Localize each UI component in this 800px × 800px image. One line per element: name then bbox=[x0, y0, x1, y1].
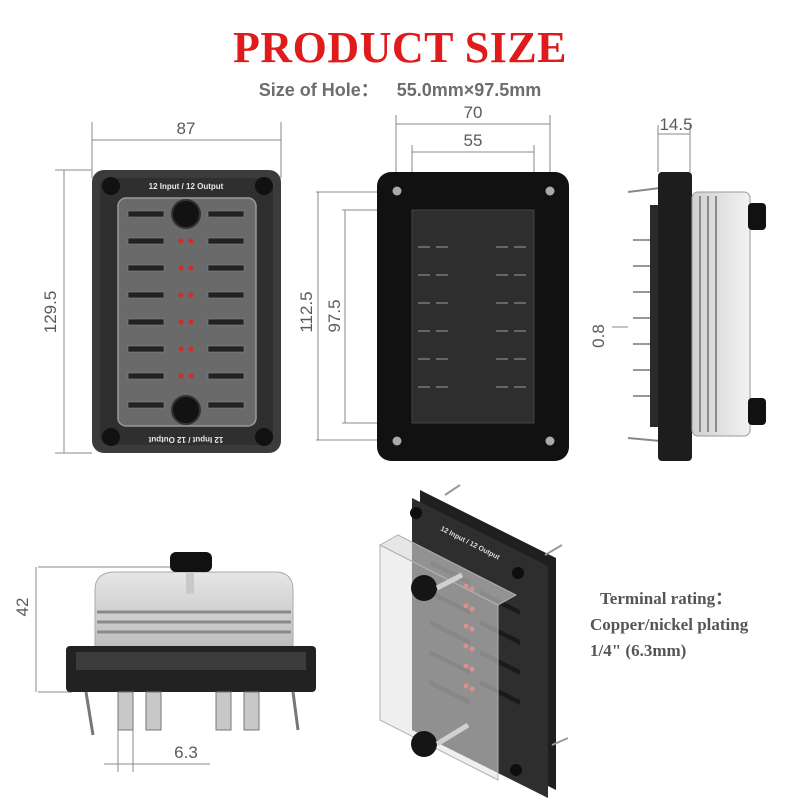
terminal-width-dimension: 6.3 bbox=[174, 743, 198, 762]
side-thickness-dimension: 0.8 bbox=[589, 324, 608, 348]
front-height-dimension: 129.5 bbox=[41, 291, 60, 334]
side-depth-dimension: 14.5 bbox=[659, 115, 692, 134]
terminal-plating: Copper/nickel plating bbox=[590, 615, 749, 634]
hole-size-label: Size of Hole： bbox=[258, 80, 379, 100]
back-inner-height-dimension: 97.5 bbox=[325, 299, 344, 332]
side-view: 14.5 0.8 bbox=[589, 115, 766, 461]
front-width-dimension: 87 bbox=[177, 119, 196, 138]
back-outer-width-dimension: 70 bbox=[464, 103, 483, 122]
page-title: PRODUCT SIZE bbox=[232, 23, 568, 72]
terminal-size: 1/4" (6.3mm) bbox=[590, 641, 687, 660]
back-view: 70 55 112.5 97.5 bbox=[297, 103, 569, 461]
terminal-spec: Terminal rating： Copper/nickel plating 1… bbox=[590, 586, 795, 664]
front-top-text: 12 Input / 12 Output bbox=[149, 182, 224, 191]
back-outer-height-dimension: 112.5 bbox=[297, 291, 316, 332]
back-inner-width-dimension: 55 bbox=[464, 131, 483, 150]
front-bottom-text: 12 Input / 12 Output bbox=[148, 435, 223, 444]
perspective-view: 12 Input / 12 Output bbox=[378, 484, 569, 798]
hole-size-value: 55.0mm×97.5mm bbox=[396, 80, 542, 100]
hole-size-caption: Size of Hole： 55.0mm×97.5mm bbox=[0, 76, 800, 102]
front-view: 87 129.5 12 Input / 12 Output 12 Input /… bbox=[41, 119, 282, 454]
bottom-height-dimension: 42 bbox=[13, 598, 32, 617]
terminal-rating-label: Terminal rating： bbox=[600, 589, 733, 608]
bottom-view: 42 6.3 bbox=[13, 552, 316, 772]
